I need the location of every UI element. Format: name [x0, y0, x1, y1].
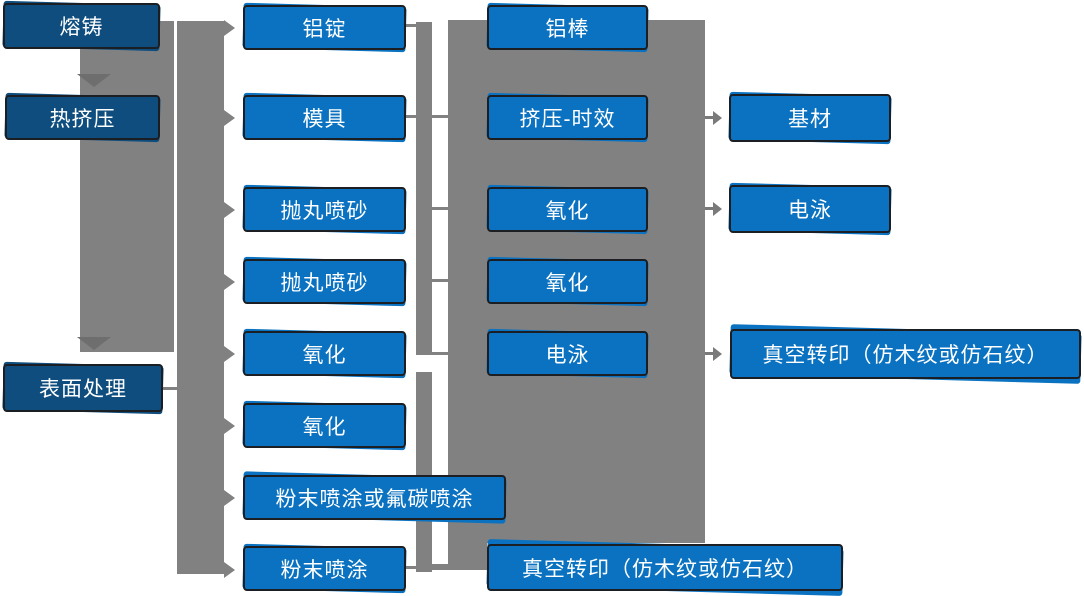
arrow-to-oxidation-2 — [224, 418, 235, 434]
node-extrusion-aging: 挤压-时效 — [486, 92, 649, 143]
arrow-to-shot-blasting-2 — [224, 274, 235, 290]
node-label: 真空转印（仿木纹或仿石纹） — [730, 329, 1081, 379]
node-label: 氧化 — [487, 187, 648, 232]
node-electrophoresis-1: 电泳 — [486, 328, 649, 379]
node-label: 抛丸喷砂 — [243, 259, 406, 304]
arrow-shaft-to-electrophoresis — [705, 207, 714, 210]
node-label: 电泳 — [487, 331, 648, 376]
node-label: 熔铸 — [3, 3, 160, 49]
tick-band-to-block-row2 — [432, 115, 448, 118]
node-label: 氧化 — [243, 403, 406, 448]
node-oxidation-2: 氧化 — [242, 400, 407, 451]
node-label: 挤压-时效 — [487, 95, 648, 140]
node-label: 电泳 — [729, 185, 891, 233]
arrow-down-to-surface-treatment — [77, 337, 111, 350]
node-label: 热挤压 — [5, 95, 160, 140]
node-melting-casting: 熔铸 — [2, 0, 161, 52]
node-label: 真空转印（仿木纹或仿石纹） — [487, 544, 843, 591]
node-oxidation-4: 氧化 — [486, 256, 649, 307]
tick-surface-to-band — [163, 387, 177, 390]
node-label: 铝棒 — [487, 5, 648, 50]
arrow-to-mold — [224, 110, 235, 126]
node-label: 基材 — [729, 94, 891, 142]
node-shot-blasting-2: 抛丸喷砂 — [242, 256, 407, 307]
node-base-material: 基材 — [728, 91, 892, 145]
tick-band-to-block-row5 — [432, 352, 448, 355]
arrow-to-electrophoresis — [713, 202, 722, 216]
node-electrophoresis-2: 电泳 — [728, 182, 892, 236]
node-label: 粉末喷涂 — [243, 546, 406, 591]
arrow-to-aluminum-ingot — [224, 20, 235, 36]
tick-band-to-block-row3 — [432, 207, 448, 210]
node-vacuum-transfer-bottom: 真空转印（仿木纹或仿石纹） — [486, 539, 844, 596]
arrow-shaft-to-base-material — [705, 116, 714, 119]
node-mold: 模具 — [242, 92, 407, 143]
arrow-to-oxidation-1 — [224, 346, 235, 362]
arrow-to-shot-blasting-1 — [224, 202, 235, 218]
mid-band-upper — [416, 22, 432, 355]
node-powder-or-fluorocarbon-coating: 粉末喷涂或氟碳喷涂 — [242, 471, 507, 524]
node-oxidation-3: 氧化 — [486, 184, 649, 235]
node-aluminum-rod: 铝棒 — [486, 2, 649, 53]
node-shot-blasting-1: 抛丸喷砂 — [242, 184, 407, 235]
node-label: 粉末喷涂或氟碳喷涂 — [243, 475, 506, 520]
node-hot-extrusion: 热挤压 — [4, 92, 161, 143]
tick-band-to-bottom-box — [432, 564, 448, 570]
center-gray-block-foot — [448, 543, 487, 570]
tick-band-to-block-row4 — [432, 279, 448, 282]
tick-powder-to-band — [406, 566, 416, 569]
arrow-to-base-material — [713, 111, 722, 125]
node-label: 铝锭 — [243, 5, 406, 50]
node-powder-coating: 粉末喷涂 — [242, 543, 407, 594]
node-surface-treatment: 表面处理 — [2, 361, 164, 415]
node-aluminum-ingot: 铝锭 — [242, 2, 407, 53]
arrow-to-powder-fluorocarbon — [224, 490, 235, 506]
main-flow-band — [80, 21, 174, 352]
tick-mold-to-band — [406, 115, 416, 118]
mid-band-lower — [416, 372, 432, 572]
arrow-to-powder-coating — [224, 562, 235, 578]
arrow-shaft-to-vacuum-transfer — [705, 352, 714, 355]
node-label: 表面处理 — [3, 364, 163, 412]
tick-ingot-to-band — [406, 24, 416, 27]
arrow-to-vacuum-transfer — [713, 347, 722, 361]
arrow-down-to-hot-extrusion — [77, 74, 111, 87]
node-vacuum-transfer-right: 真空转印（仿木纹或仿石纹） — [729, 324, 1082, 384]
node-oxidation-1: 氧化 — [242, 328, 407, 379]
node-label: 模具 — [243, 95, 406, 140]
left-distribution-band — [177, 21, 224, 574]
node-label: 氧化 — [487, 259, 648, 304]
node-label: 抛丸喷砂 — [243, 187, 406, 232]
node-label: 氧化 — [243, 331, 406, 376]
